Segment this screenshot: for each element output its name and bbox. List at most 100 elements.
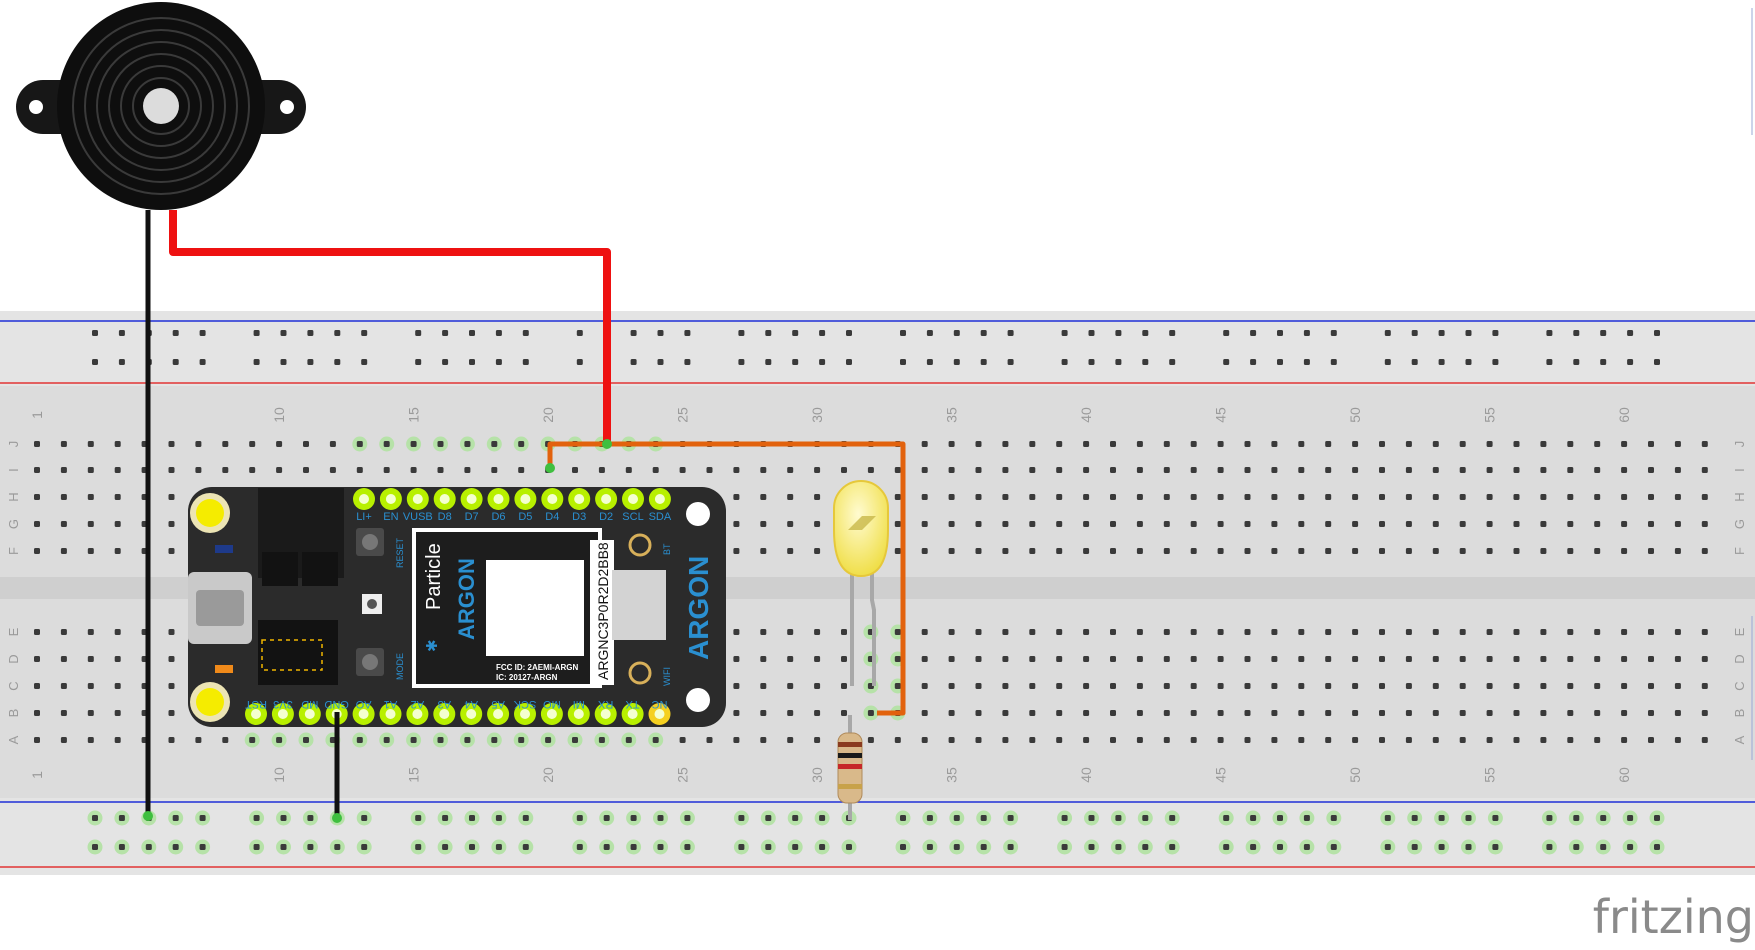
- breadboard-hole: [114, 521, 121, 527]
- breadboard-hole: [733, 467, 740, 473]
- column-number: 15: [406, 767, 422, 783]
- breadboard-hole: [1621, 494, 1628, 500]
- breadboard-hole: [760, 737, 767, 743]
- breadboard-hole: [87, 629, 94, 635]
- breadboard-hole: [1594, 629, 1601, 635]
- breadboard-hole: [1083, 467, 1090, 473]
- wifi-antenna-connector: [628, 661, 652, 685]
- breadboard-hole: [1272, 810, 1288, 826]
- breadboard-hole: [1674, 548, 1681, 554]
- breadboard-hole: [1352, 548, 1359, 554]
- breadboard-hole: [1407, 839, 1423, 855]
- breadboard-hole: [1434, 810, 1450, 826]
- breadboard-hole: [522, 359, 529, 365]
- resistor-band: [838, 742, 862, 747]
- breadboard-hole: [168, 710, 175, 716]
- breadboard-hole: [495, 330, 502, 336]
- breadboard-hole: [1136, 683, 1143, 689]
- breadboard-hole: [1540, 710, 1547, 716]
- breadboard-hole: [926, 330, 933, 336]
- breadboard-hole: [684, 359, 691, 365]
- breadboard-hole: [34, 467, 40, 473]
- breadboard-hole: [141, 839, 157, 855]
- header-pin-hole: [439, 494, 450, 504]
- breadboard-hole: [787, 737, 794, 743]
- breadboard-hole: [1459, 629, 1466, 635]
- breadboard-hole: [356, 467, 363, 473]
- breadboard-hole: [168, 494, 175, 500]
- breadboard-hole: [787, 656, 794, 662]
- reset-label: RESET: [395, 537, 405, 568]
- breadboard-hole: [34, 656, 40, 662]
- bottom-pin-label: NC: [652, 698, 668, 710]
- breadboard-hole: [298, 732, 314, 748]
- breadboard-hole: [1487, 810, 1503, 826]
- breadboard-hole: [1513, 683, 1520, 689]
- breadboard-hole: [1701, 548, 1708, 554]
- breadboard-hole: [787, 839, 803, 855]
- mode-label: MODE: [395, 653, 405, 680]
- breadboard-hole: [953, 330, 960, 336]
- row-letter: A: [1732, 735, 1747, 744]
- header-pin-hole: [573, 709, 584, 719]
- breadboard-hole: [1621, 683, 1628, 689]
- breadboard-hole: [1110, 441, 1116, 447]
- orange-wire-d4-to-led: [547, 441, 906, 716]
- breadboard-hole: [1056, 548, 1063, 554]
- breadboard-hole: [1298, 737, 1305, 743]
- breadboard-hole: [1648, 656, 1654, 662]
- breadboard-hole: [334, 359, 341, 365]
- breadboard-hole: [1217, 494, 1224, 500]
- breadboard-hole: [540, 732, 556, 748]
- resistor-band: [838, 784, 862, 789]
- bottom-pin-label: AO: [355, 698, 371, 710]
- breadboard-hole: [1352, 467, 1359, 473]
- breadboard-hole: [895, 839, 911, 855]
- breadboard-hole: [1621, 656, 1628, 662]
- breadboard-hole: [948, 710, 955, 716]
- header-pin-hole: [385, 494, 396, 504]
- breadboard-hole: [921, 467, 928, 473]
- column-number: 15: [406, 407, 422, 423]
- breadboard-hole: [1083, 683, 1090, 689]
- breadboard-hole: [87, 839, 103, 855]
- breadboard-hole: [814, 467, 821, 473]
- breadboard-hole: [1330, 359, 1337, 365]
- breadboard-hole: [1567, 656, 1574, 662]
- breadboard-hole: [280, 330, 287, 336]
- breadboard-hole: [1271, 521, 1278, 527]
- breadboard-hole: [733, 656, 740, 662]
- breadboard-hole: [1003, 810, 1019, 826]
- breadboard-hole: [1245, 810, 1261, 826]
- breadboard-hole: [1029, 737, 1036, 743]
- header-pin-hole: [359, 494, 369, 504]
- column-number: 20: [540, 407, 556, 423]
- breadboard-hole: [302, 810, 318, 826]
- breadboard-hole: [1621, 629, 1628, 635]
- breadboard-hole: [733, 521, 740, 527]
- breadboard-hole: [491, 810, 507, 826]
- breadboard-hole: [814, 656, 821, 662]
- breadboard-hole: [1244, 521, 1251, 527]
- row-letter: A: [6, 735, 21, 744]
- breadboard-hole: [87, 441, 94, 447]
- breadboard-hole: [433, 436, 448, 452]
- bottom-pin-label: RST: [245, 698, 267, 710]
- breadboard-hole: [1190, 467, 1197, 473]
- breadboard-hole: [1244, 683, 1251, 689]
- breadboard-hole: [1163, 441, 1170, 447]
- breadboard-hole: [1486, 656, 1493, 662]
- breadboard-hole: [1325, 548, 1332, 554]
- breadboard-hole: [1648, 737, 1654, 743]
- charge-led: [215, 545, 233, 553]
- breadboard-hole: [1330, 330, 1337, 336]
- breadboard-hole: [1432, 521, 1439, 527]
- breadboard-hole: [760, 810, 776, 826]
- column-number: 25: [675, 767, 691, 783]
- breadboard-hole: [814, 548, 821, 554]
- breadboard-hole: [1217, 548, 1224, 554]
- breadboard-hole: [1379, 710, 1385, 716]
- breadboard-hole: [975, 710, 982, 716]
- breadboard-hole: [1627, 359, 1634, 365]
- breadboard-hole: [1190, 629, 1197, 635]
